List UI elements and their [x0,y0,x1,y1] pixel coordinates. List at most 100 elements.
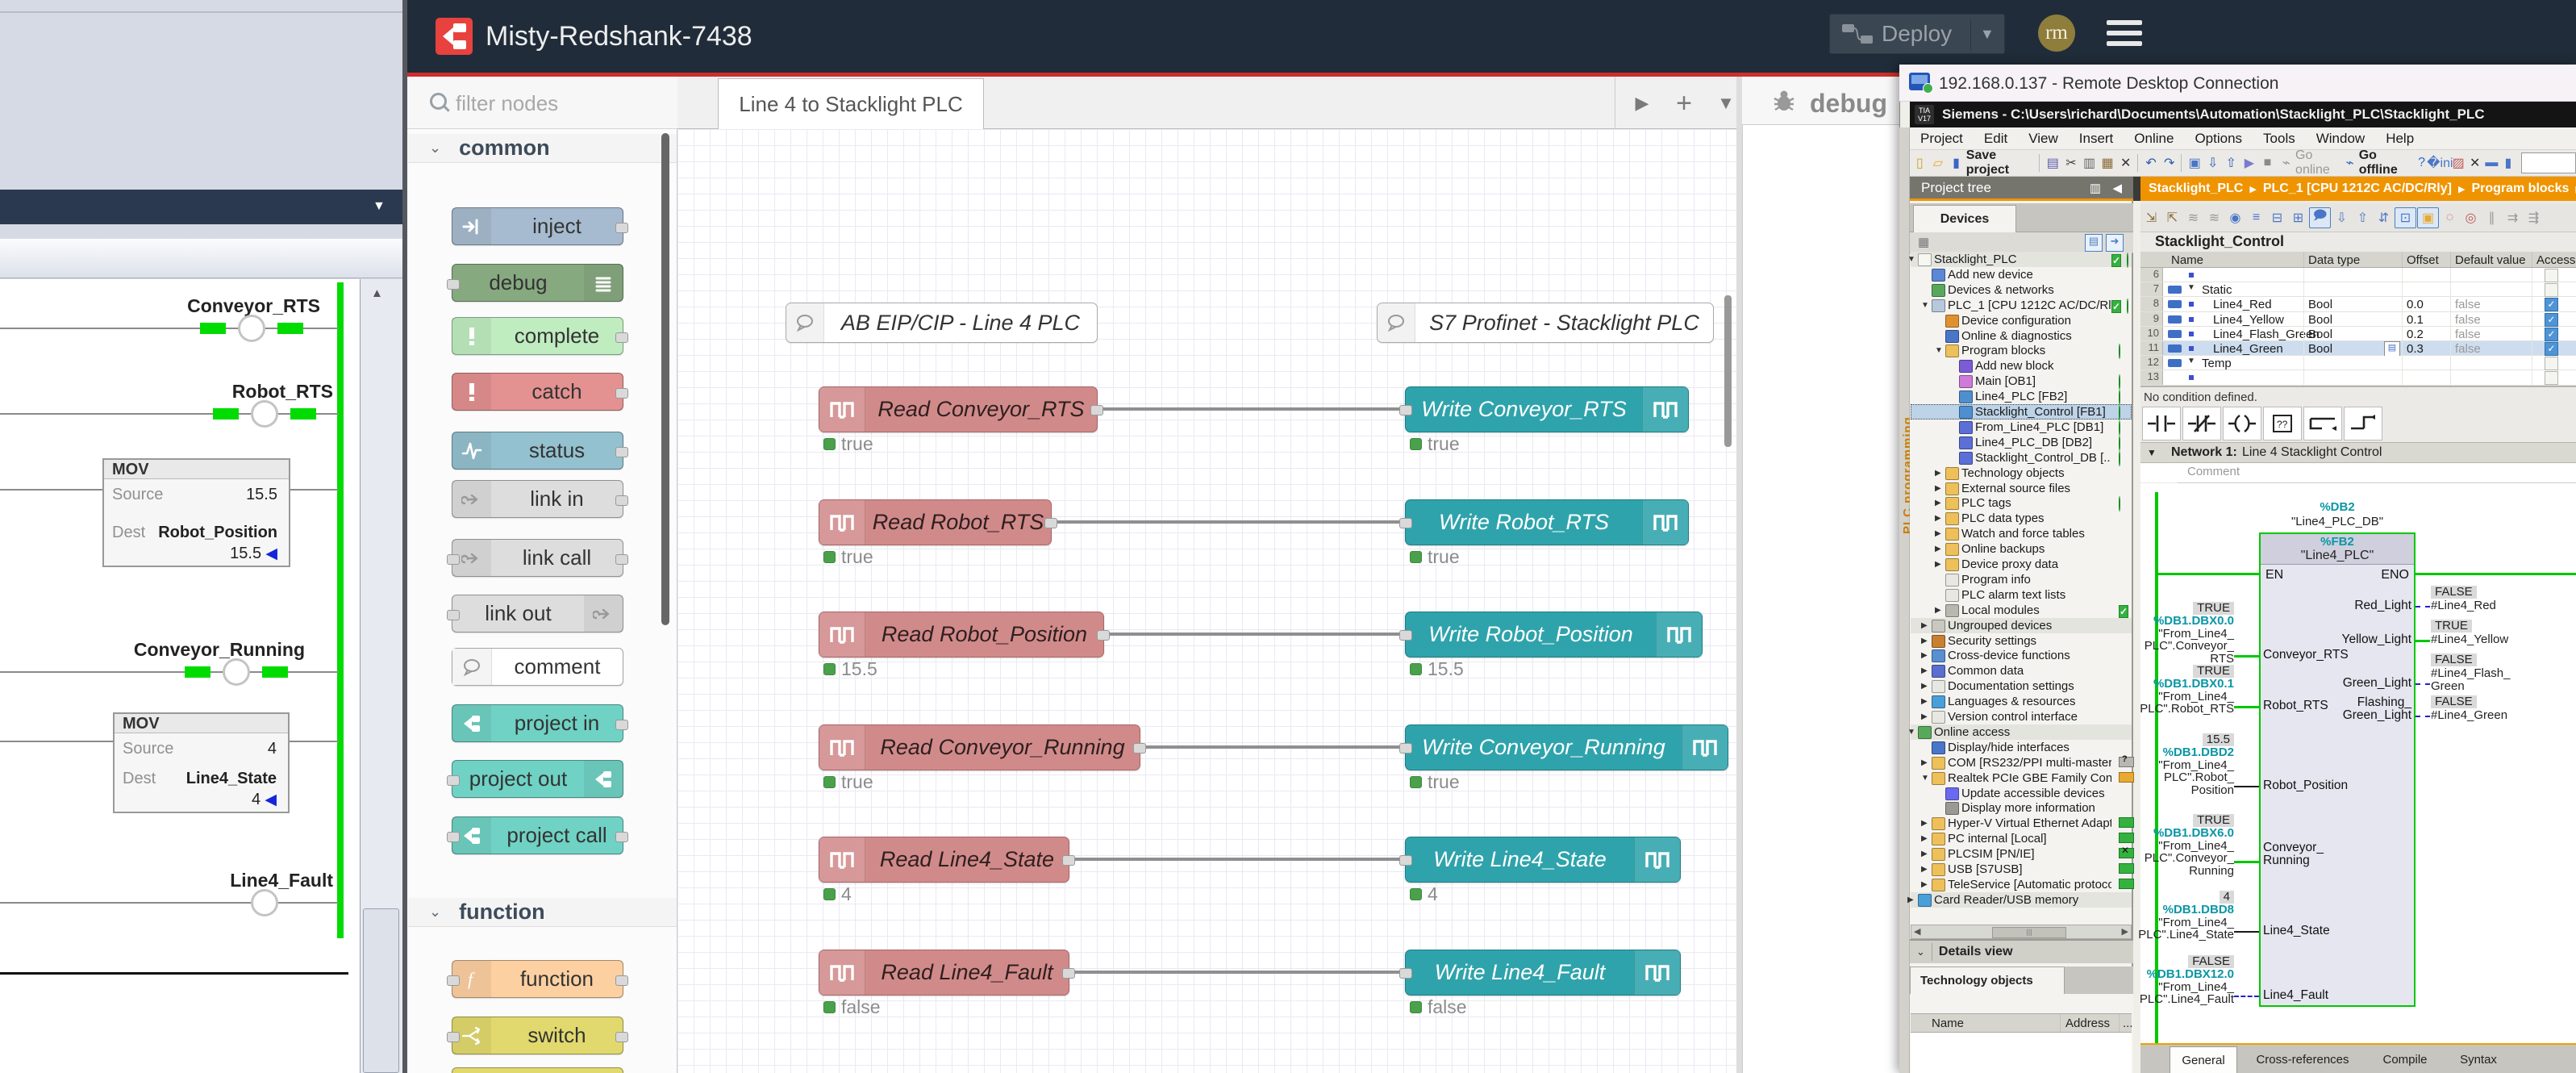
favorites-icon[interactable]: ▣ [2417,207,2439,228]
tag-col-default-value[interactable]: Default value [2455,253,2526,267]
details-col-name[interactable]: Name [1932,1017,1964,1030]
add-flow-button[interactable]: + [1666,87,1702,119]
tree-item-label[interactable]: Device proxy data [1961,557,2058,571]
add-row-icon[interactable]: ⇱ [2162,208,2182,228]
palette-node-inject[interactable]: inject [452,207,623,245]
palette-node-comment[interactable]: comment [452,648,623,686]
tag-datatype[interactable]: Bool [2308,328,2332,341]
palette-node-partial[interactable] [452,1067,623,1073]
split-horizontal-icon[interactable]: ▬ [2483,153,2500,173]
tag-name[interactable]: Temp [2202,357,2232,370]
tree-item[interactable]: ▶Device proxy data [1911,557,2132,572]
tag-offset[interactable]: 0.1 [2407,313,2424,327]
tree-view-icon[interactable]: ▤ [2085,234,2103,252]
tree-item[interactable]: ▶Watch and force tables [1911,526,2132,541]
flow-node-write[interactable]: Write Line4_State [1405,837,1681,883]
ladder-collapsed-bar[interactable]: ▼ [0,190,407,224]
tree-item-label[interactable]: Line4_PLC [FB2] [1975,390,2067,403]
tree-item-label[interactable]: PC internal [Local] [1948,832,2047,845]
flow-node-write[interactable]: Write Conveyor_RTS [1405,386,1689,432]
tree-item[interactable]: ▶External source files [1911,481,2132,496]
tree-expander-icon[interactable]: ▼ [1921,774,1929,783]
upload-from-device-icon[interactable]: ⇧ [2223,153,2240,173]
node-port[interactable] [447,1032,460,1042]
tree-item[interactable]: Program info [1911,572,2132,587]
contact-nc-icon[interactable] [2182,407,2221,440]
compile-icon[interactable]: ▣ [2186,153,2203,173]
tree-item[interactable]: ▼Program blocks [1911,343,2132,358]
close-branch-icon[interactable] [2344,407,2382,440]
tree-item-label[interactable]: PLC alarm text lists [1961,588,2065,602]
tree-item-label[interactable]: USB [S7USB] [1948,862,2023,876]
tree-item[interactable]: Stacklight_Control [FB1] [1911,404,2132,420]
download-icon[interactable]: ⇩ [2332,208,2352,228]
coil-icon[interactable] [2223,407,2261,440]
tree-item[interactable]: Online & diagnostics [1911,328,2132,344]
tab-line4-to-stacklight[interactable]: Line 4 to Stacklight PLC [718,78,984,129]
flow-wire[interactable] [1104,633,1405,636]
node-port[interactable] [615,447,628,457]
node-input-port[interactable] [1399,855,1412,866]
chevron-down-icon[interactable]: ⌄ [1916,946,1925,958]
flow-node-read[interactable]: Read Robot_Position [819,612,1104,658]
fb-input-pin[interactable]: Conveyor_Running [2263,841,2384,867]
tree-item-label[interactable]: Online & diagnostics [1961,329,2072,343]
accessible-checkbox[interactable] [2545,371,2558,385]
flow-wire[interactable] [1098,407,1405,411]
ladder-tag-label[interactable]: Conveyor_RTS [78,295,320,316]
fb-output-pin[interactable]: Flashing_Green_Light [2290,696,2411,722]
node-input-port[interactable] [1399,743,1412,754]
menu-online[interactable]: Online [2124,131,2184,147]
flow-comment-node[interactable]: S7 Profinet - Stacklight PLC [1377,303,1714,343]
node-port[interactable] [615,554,628,565]
fb-input-operand[interactable]: FALSE%DB1.DBX12.0"From_Line4_PLC".Line4_… [2057,955,2234,1028]
reset-start-icon[interactable]: ≋ [2183,208,2203,228]
tag-default[interactable]: false [2455,313,2481,327]
palette-node-complete[interactable]: complete [452,317,623,355]
block-interface-icon[interactable]: ⊞ [2288,208,2308,228]
mov-instruction-block[interactable]: MOV Source 15.5 Dest Robot_Position 15.5… [102,458,290,567]
tree-expander-icon[interactable]: ▼ [1921,301,1929,310]
menu-window[interactable]: Window [2306,131,2375,147]
datatype-dropdown-button[interactable]: ▤ [2384,341,2400,357]
flow-canvas[interactable] [677,129,1736,1073]
node-output-port[interactable] [1090,405,1103,415]
tree-item-label[interactable]: External source files [1961,482,2070,495]
tree-expander-icon[interactable]: ▶ [1921,865,1928,874]
flow-wire[interactable] [1052,520,1405,524]
palette-section-header[interactable]: ⌄ function [408,898,677,927]
menu-help[interactable]: Help [2375,131,2424,147]
tag-default[interactable]: false [2455,298,2481,311]
tag-datatype[interactable]: Bool [2308,298,2332,311]
palette-node-project-call[interactable]: project call [452,816,623,854]
palette-node-catch[interactable]: catch [452,373,623,411]
ladder-tag-label[interactable]: Robot_RTS [91,381,333,402]
flow-node-read[interactable]: Read Line4_Fault [819,950,1069,996]
flow-node-write[interactable]: Write Robot_RTS [1405,499,1689,545]
palette-node-debug[interactable]: debug [452,264,623,302]
palette-node-switch[interactable]: switch [452,1017,623,1054]
fb-output-pin[interactable]: Yellow_Light [2290,633,2411,646]
tree-item-label[interactable]: Add new block [1975,359,2054,373]
accessible-checkbox[interactable]: ✓ [2545,328,2558,341]
delete-icon[interactable]: ✕ [2117,153,2134,173]
tree-expander-icon[interactable]: ▶ [1935,469,1941,478]
canvas-scroll-thumb[interactable] [1724,295,1732,447]
debug-tab-title[interactable]: debug [1810,89,1887,119]
keep-values-icon[interactable]: ◉ [2225,208,2245,228]
fb-input-operand[interactable]: TRUE%DB1.DBX0.1"From_Line4_PLC".Robot_RT… [2057,665,2234,737]
stop-cpu-icon[interactable]: ■ [2259,153,2276,173]
tree-item-label[interactable]: Technology objects [1961,466,2065,480]
tree-expander-icon[interactable]: ▶ [1921,712,1928,721]
tree-expander-icon[interactable]: ▶ [1921,651,1928,660]
fb-output-operand[interactable]: FALSE#Line4_Green [2431,695,2576,752]
tag-offset[interactable]: 0.3 [2407,342,2424,356]
tree-item[interactable]: Line4_PLC_DB [DB2] [1911,435,2132,450]
network-comment-placeholder[interactable]: Comment [2187,465,2240,478]
tag-table-row[interactable]: 6 [2140,268,2576,282]
node-port[interactable] [447,279,460,290]
split-vertical-icon[interactable]: ▮ [2500,153,2517,173]
tree-expander-icon[interactable]: ▶ [1935,545,1941,553]
tree-item[interactable]: ▼Stacklight_PLC✓ [1911,252,2132,267]
tree-item-label[interactable]: Display/hide interfaces [1948,741,2070,754]
